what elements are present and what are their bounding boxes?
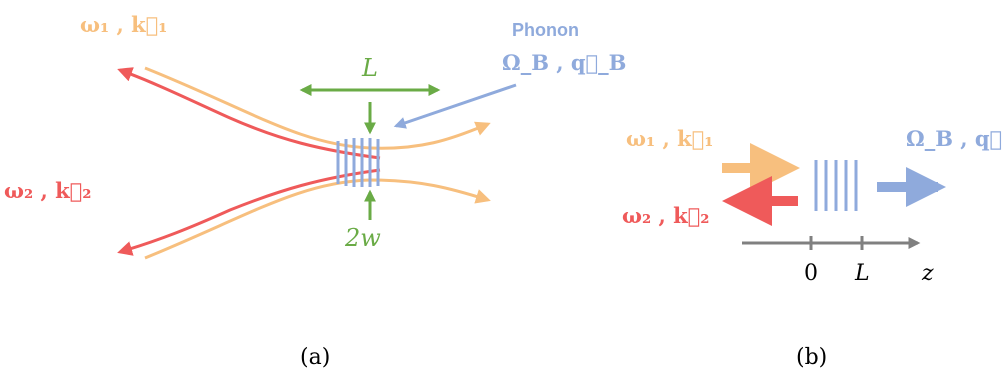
waist-label: 2w <box>344 224 381 252</box>
phonon-arrow-a <box>393 83 517 129</box>
acoustic-grating-a <box>336 138 380 187</box>
phonon-label-a: Ω_B , q⃗_B <box>502 50 626 75</box>
panel-a: ω₁ , k⃗₁ ω₂ , k⃗₂ Phonon Ω_B , q⃗_B L 2w… <box>4 12 626 370</box>
axis-tick-label-0: 0 <box>804 261 818 286</box>
stokes-label-a: ω₂ , k⃗₂ <box>4 178 91 203</box>
stokes-label-b: ω₂ , k⃗₂ <box>622 203 709 228</box>
stokes-beam-lower <box>117 168 381 256</box>
axis-tick-label-L: L <box>854 261 870 286</box>
caption-a: (a) <box>300 345 330 370</box>
stokes-beam-upper <box>117 67 381 160</box>
pump-beam-upper <box>144 66 491 150</box>
caption-b: (b) <box>796 345 827 370</box>
axis-label-z: z <box>921 261 934 286</box>
length-label-a: L <box>361 54 378 82</box>
acoustic-grating-b <box>814 160 858 211</box>
phonon-title: Phonon <box>512 20 579 40</box>
phonon-label-b: Ω_B , q⃗_B <box>906 126 1002 151</box>
pump-label-b: ω₁ , k⃗₁ <box>626 126 713 151</box>
pump-label-a: ω₁ , k⃗₁ <box>80 12 167 37</box>
pump-beam-lower <box>144 178 491 260</box>
panel-b: ω₁ , k⃗₁ ω₂ , k⃗₂ Ω_B , q⃗_B 0 L z (b) <box>622 126 1002 370</box>
